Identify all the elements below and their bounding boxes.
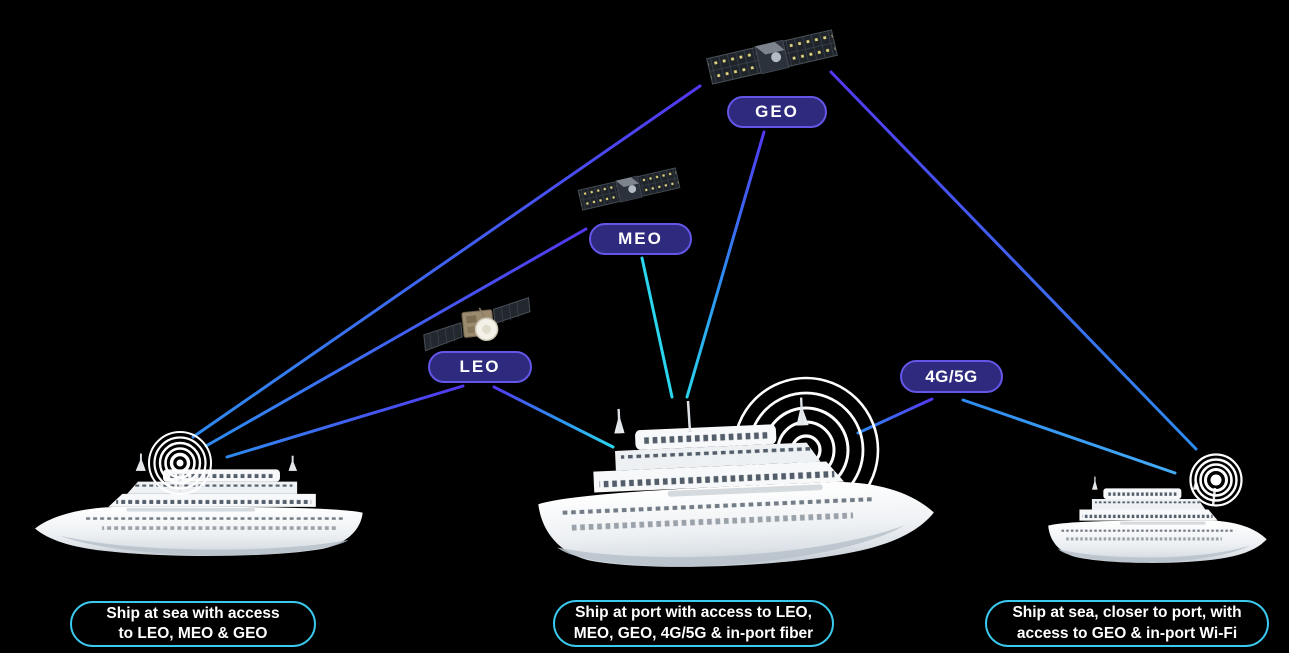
connection-lines: [191, 70, 1198, 475]
caption-right-line2: access to GEO & in-port Wi-Fi: [1016, 624, 1238, 642]
left-ship-signal-icon: [148, 431, 212, 495]
link-geo-to-center-ship: [685, 130, 766, 399]
caption-left-ship: Ship at sea with access to LEO, MEO & GE…: [70, 601, 316, 647]
caption-left-line1: Ship at sea with access: [106, 604, 280, 622]
caption-right-line1: Ship at sea, closer to port, with: [1012, 604, 1242, 622]
caption-center-ship: Ship at port with access to LEO, MEO, GE…: [553, 600, 834, 647]
leo-pill: LEO: [428, 351, 532, 383]
link-leo-to-center-ship: [492, 385, 615, 449]
right-ship-signal-icon: [1189, 453, 1243, 507]
caption-left-line2: to LEO, MEO & GEO: [118, 625, 268, 642]
geo-pill: GEO: [727, 96, 827, 128]
geo-satellite-icon: [705, 28, 839, 86]
caption-right-ship: Ship at sea, closer to port, with access…: [985, 600, 1269, 647]
leo-satellite-icon: [423, 297, 531, 352]
link-leo-to-left-ship: [225, 384, 465, 459]
center-cruise-ship: [534, 391, 936, 575]
caption-center-line1: Ship at port with access to LEO,: [575, 604, 812, 622]
link-4g5g-to-center-ship: [856, 397, 934, 435]
link-meo-to-left-ship: [204, 227, 588, 448]
meo-satellite-icon: [577, 166, 681, 212]
4g5g-pill: 4G/5G: [900, 360, 1003, 393]
link-meo-to-center-ship: [640, 256, 674, 399]
meo-pill: MEO: [589, 223, 692, 255]
caption-center-line2: MEO, GEO, 4G/5G & in-port fiber: [573, 624, 814, 642]
link-geo-to-left-ship: [191, 84, 702, 439]
link-geo-to-right-ship: [829, 70, 1198, 451]
link-4g5g-to-right-ship: [961, 398, 1177, 475]
